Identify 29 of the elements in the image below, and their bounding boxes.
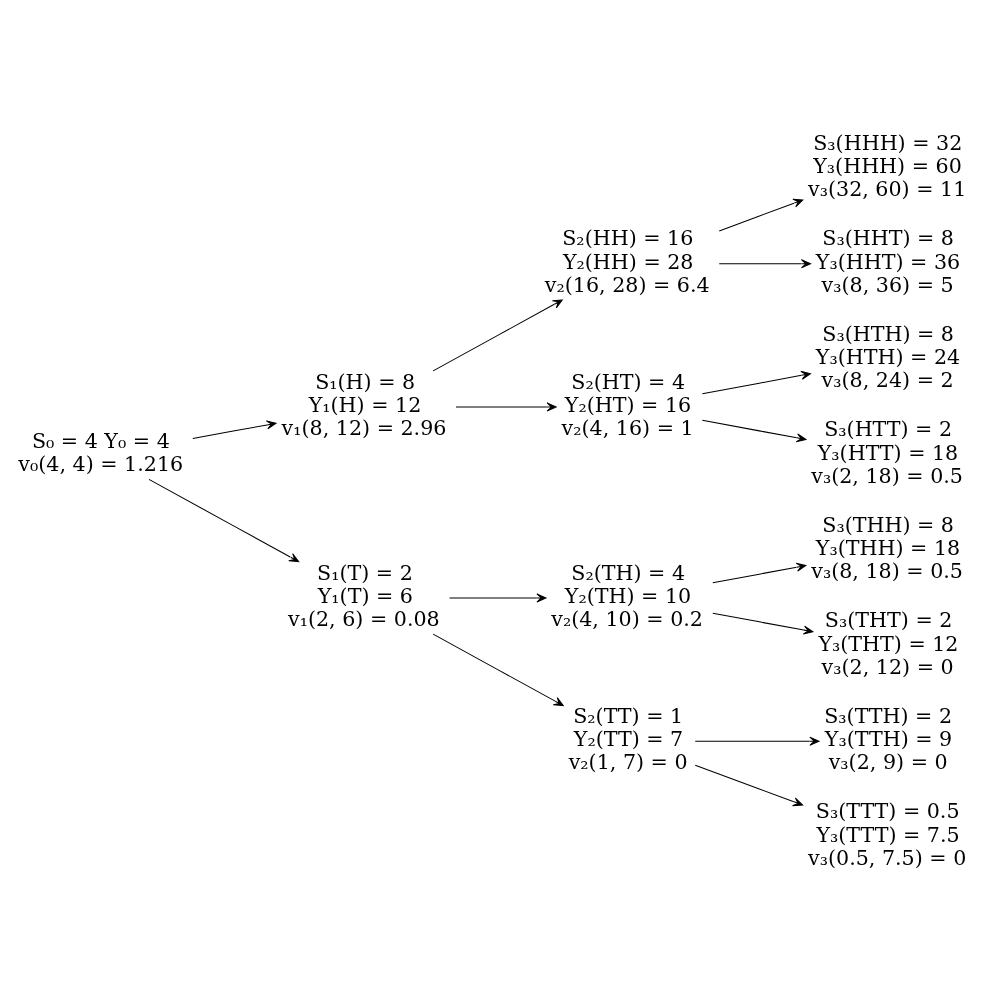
node-text: S₃(TTH) = 2 Y₃(TTH) = 9 v₃(2, 9) = 0 [824,703,953,774]
arrow [712,612,814,635]
arrow [192,419,277,439]
arrow [432,298,563,371]
node-text: S₂(TT) = 1 Y₂(TT) = 7 v₂(1, 7) = 0 [568,703,688,774]
arrow [694,764,803,806]
node-text: S₂(HH) = 16 Y₂(HH) = 28 v₂(16, 28) = 6.4 [544,225,710,297]
node-text: S₂(HT) = 4 Y₂(HT) = 16 v₂(4, 16) = 1 [561,369,694,440]
node-text: S₃(THT) = 2 Y₃(THT) = 12 v₃(2, 12) = 0 [818,607,959,679]
arrow [694,736,820,746]
node-text: S₁(H) = 8 Y₁(H) = 12 v₁(8, 12) = 2.96 [281,369,447,440]
node-text: S₀ = 4 Y₀ = 4 v₀(4, 4) = 1.216 [18,428,184,476]
node-text: S₃(THH) = 8 Y₃(THH) = 18 v₃(8, 18) = 0.5 [811,512,963,583]
arrow [701,419,807,442]
node-text: S₂(TH) = 4 Y₂(TH) = 10 v₂(4, 10) = 0.2 [551,560,703,631]
arrow [455,401,557,412]
node-text: S₃(HTH) = 8 Y₃(HTH) = 24 v₃(8, 24) = 2 [815,321,961,392]
arrow [718,258,811,268]
arrow [712,562,807,583]
node-text: S₃(TTT) = 0.5 Y₃(TTT) = 7.5 v₃(0.5, 7.5) = 0 [808,798,967,870]
arrow [449,592,547,603]
node-text: S₁(T) = 2 Y₁(T) = 6 v₁(2, 6) = 0.08 [288,560,440,631]
arrow [432,633,564,706]
arrow [701,370,811,394]
node-text: S₃(HHH) = 32 Y₃(HHH) = 60 v₃(32, 60) = 11 [808,130,967,201]
node-text: S₃(HTT) = 2 Y₃(HTT) = 18 v₃(2, 18) = 0.5 [811,416,963,488]
arrow [718,198,804,231]
arrow [148,478,300,562]
node-text: S₃(HHT) = 8 Y₃(HHT) = 36 v₃(8, 36) = 5 [815,225,961,297]
